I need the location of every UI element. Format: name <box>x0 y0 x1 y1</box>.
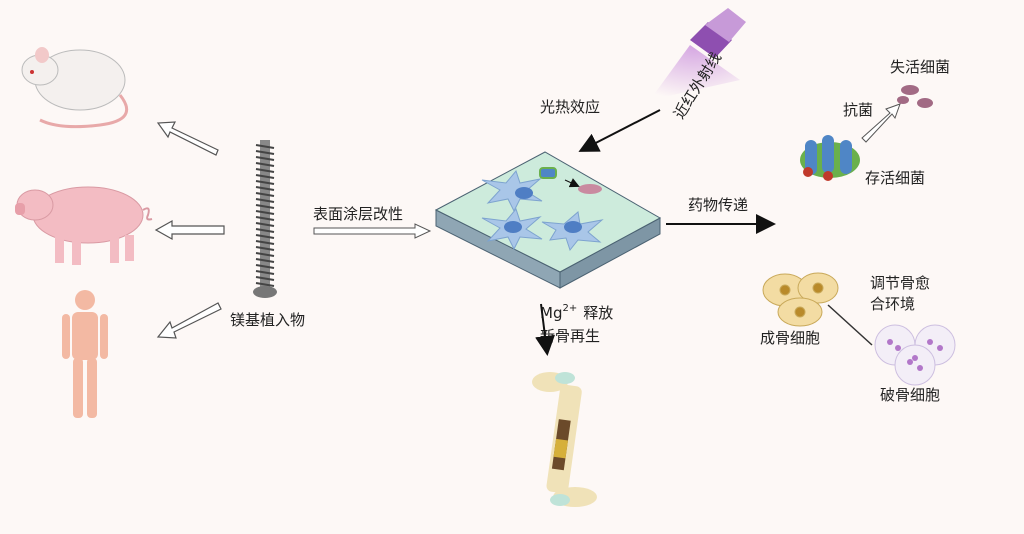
photothermal-label: 光热效应 <box>540 98 600 116</box>
coated-slab-illustration <box>434 151 662 289</box>
bone-regeneration-label: 新骨再生 <box>540 327 600 345</box>
antibacterial-label: 抗菌 <box>843 101 873 119</box>
live-bacteria-illustration <box>800 135 860 181</box>
human-illustration <box>62 290 108 418</box>
rat-illustration <box>21 47 129 129</box>
screw-thread <box>255 210 275 215</box>
arrow-to-pig <box>154 219 225 241</box>
osteoblast-label: 成骨细胞 <box>760 329 820 347</box>
screw-thread <box>255 282 275 287</box>
screw-thread <box>255 276 275 281</box>
screw-thread <box>255 204 275 209</box>
screw-thread <box>255 156 275 161</box>
dead-bacteria-illustration <box>897 85 933 108</box>
osteoclast-illustration <box>874 324 956 386</box>
screw-thread <box>255 162 275 167</box>
nir-laser-illustration <box>650 8 746 100</box>
osteoclast-label: 破骨细胞 <box>880 386 940 404</box>
screw-thread <box>255 186 275 191</box>
screw-thread <box>255 192 275 197</box>
dead-bacteria-label: 失活细菌 <box>890 58 950 76</box>
screw-thread <box>255 144 275 149</box>
screw-thread <box>255 234 275 239</box>
bone-illustration <box>532 372 597 507</box>
mg-release-arrow <box>535 303 555 356</box>
live-bacteria-label: 存活细菌 <box>865 169 925 187</box>
screw-thread <box>255 198 275 203</box>
screw-thread <box>255 240 275 245</box>
arrow-to-human <box>156 302 222 339</box>
screw-thread <box>255 222 275 227</box>
connector-line <box>827 304 873 346</box>
coating-arrow <box>313 223 432 239</box>
osteoblast-illustration <box>762 272 839 327</box>
photothermal-arrow <box>578 109 661 152</box>
screw-thread <box>255 246 275 251</box>
screw-thread <box>255 180 275 185</box>
hollow-arrows-to-models <box>154 121 225 339</box>
screw-thread <box>255 174 275 179</box>
antibacterial-arrow <box>861 103 901 143</box>
regulate-label-line1: 调节骨愈 <box>870 274 930 292</box>
regulate-label-line2: 合环境 <box>870 295 915 313</box>
pig-illustration <box>15 186 153 265</box>
arrow-to-rat <box>156 121 219 156</box>
screw-thread <box>255 168 275 173</box>
screw-thread <box>255 228 275 233</box>
coating-label: 表面涂层改性 <box>313 205 403 223</box>
drug-delivery-label: 药物传递 <box>688 196 748 214</box>
screw-implant-illustration <box>253 140 277 298</box>
screw-thread <box>255 270 275 275</box>
screw-thread <box>255 258 275 263</box>
screw-thread <box>255 264 275 269</box>
screw-thread <box>255 216 275 221</box>
implant-label: 镁基植入物 <box>230 311 305 329</box>
screw-thread <box>255 252 275 257</box>
mg-ion-label: Mg2+释放 <box>540 303 613 322</box>
screw-thread <box>255 150 275 155</box>
